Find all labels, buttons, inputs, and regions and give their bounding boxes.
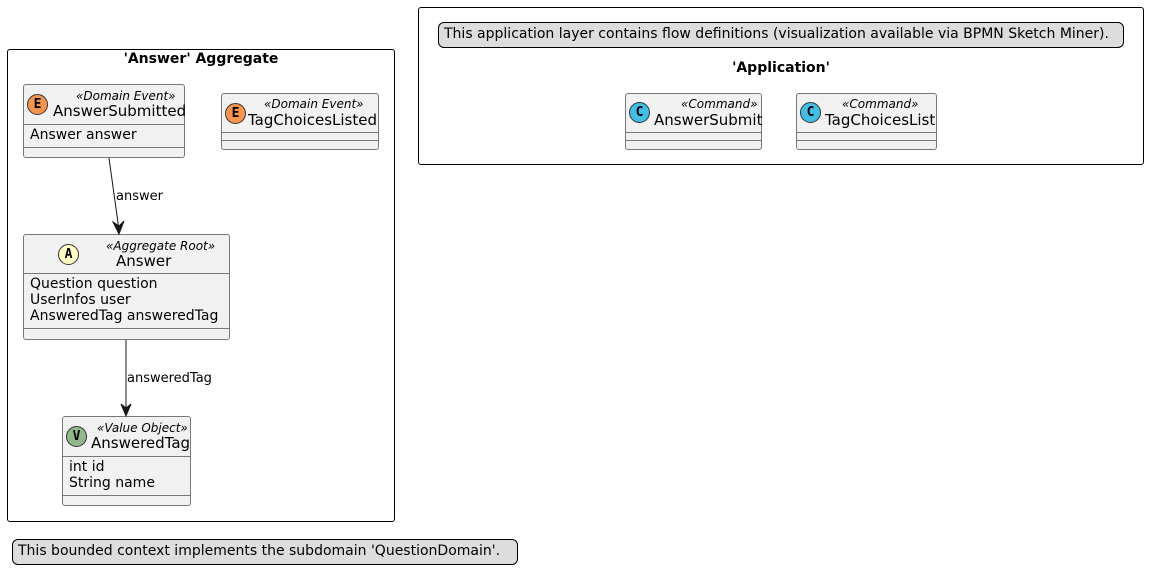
attribute-list: int id String name [63, 457, 190, 496]
answer-edge-arrowhead [111, 220, 125, 236]
attribute: Question question [30, 276, 158, 292]
attribute: AnsweredTag answeredTag [30, 308, 219, 324]
command-c-icon: C [629, 102, 650, 123]
attribute: UserInfos user [30, 292, 131, 308]
command-c-icon: C [800, 102, 821, 123]
domain-event-e-icon: E [27, 94, 48, 115]
answered-tag-edge-label: answeredTag [127, 371, 212, 386]
attribute-list: Answer answer [24, 125, 184, 148]
stereotype-label: «Domain Event» [264, 97, 364, 111]
stereotype-label: «Domain Event» [76, 89, 176, 103]
attribute-list: Question question UserInfos user Answere… [24, 274, 229, 329]
application-title: 'Application' [732, 60, 830, 76]
stereotype-label: «Value Object» [97, 421, 188, 435]
aggregate-title: 'Answer' Aggregate [123, 51, 279, 67]
class-name: Answer [116, 252, 172, 270]
attribute: String name [69, 475, 155, 491]
attribute: int id [69, 459, 105, 475]
answered-tag-value-object[interactable]: V «Value Object» AnsweredTag int id Stri… [62, 416, 191, 506]
application-frame: 'Application' [418, 7, 1144, 165]
class-name: TagChoicesListed [248, 111, 377, 129]
application-note: This application layer contains flow def… [438, 22, 1124, 48]
stereotype-label: «Aggregate Root» [106, 239, 216, 253]
answer-submit-command[interactable]: C «Command» AnswerSubmit [625, 93, 762, 150]
bounded-context-note: This bounded context implements the subd… [12, 539, 518, 565]
class-name: AnswerSubmitted [53, 102, 187, 120]
aggregate-frame: 'Answer' Aggregate [7, 49, 395, 522]
domain-event-e-icon: E [225, 103, 246, 124]
tag-choices-listed-event[interactable]: E «Domain Event» TagChoicesListed [221, 93, 379, 150]
class-name: AnsweredTag [91, 434, 191, 452]
answer-submitted-event[interactable]: E «Domain Event» AnswerSubmitted Answer … [23, 84, 187, 158]
answer-edge-label: answer [116, 189, 163, 204]
aggregate-root-a-icon: A [58, 244, 79, 265]
tag-choices-list-command[interactable]: C «Command» TagChoicesList [796, 93, 937, 150]
attribute: Answer answer [30, 127, 137, 143]
class-name: TagChoicesList [825, 111, 936, 129]
class-name: AnswerSubmit [654, 111, 763, 129]
stereotype-label: «Command» [681, 97, 758, 111]
stereotype-label: «Command» [842, 97, 919, 111]
answered-tag-edge-arrowhead [120, 403, 132, 418]
answer-aggregate-root[interactable]: A «Aggregate Root» Answer Question quest… [23, 234, 230, 340]
answer-edge-line [108, 157, 120, 231]
value-object-v-icon: V [66, 426, 87, 447]
